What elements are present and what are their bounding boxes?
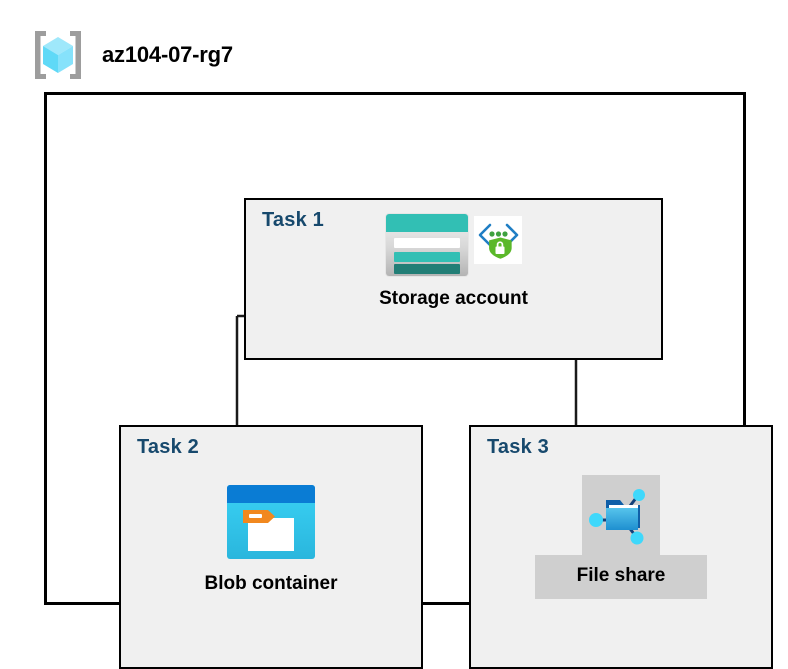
blob-container-node[interactable]: Blob container <box>121 485 421 595</box>
file-share-icon <box>589 489 645 545</box>
task-1-box: Task 1 <box>244 198 663 360</box>
file-share-caption: File share <box>534 555 708 599</box>
resource-group-title: az104-07-rg7 <box>102 42 233 67</box>
blob-container-caption: Blob container <box>204 573 338 594</box>
blob-container-icon <box>227 485 315 559</box>
resource-group-icon <box>30 27 86 83</box>
resource-group-header: az104-07-rg7 <box>30 26 350 84</box>
storage-account-node[interactable]: Storage account <box>246 214 661 310</box>
task-2-label: Task 2 <box>137 436 199 458</box>
task-1-label: Task 1 <box>262 209 324 231</box>
secure-endpoint-shield-icon <box>473 216 522 264</box>
task-3-box: Task 3 <box>469 425 773 669</box>
file-share-selection-plate <box>582 475 660 555</box>
storage-account-icon <box>385 214 468 276</box>
storage-account-icon-row <box>385 214 522 276</box>
task-2-box: Task 2 Blob container <box>119 425 423 669</box>
storage-account-caption: Storage account <box>379 288 528 309</box>
resource-group-container: Task 1 <box>44 92 773 669</box>
file-share-node[interactable]: File share <box>471 475 771 599</box>
task-3-label: Task 3 <box>487 436 549 458</box>
